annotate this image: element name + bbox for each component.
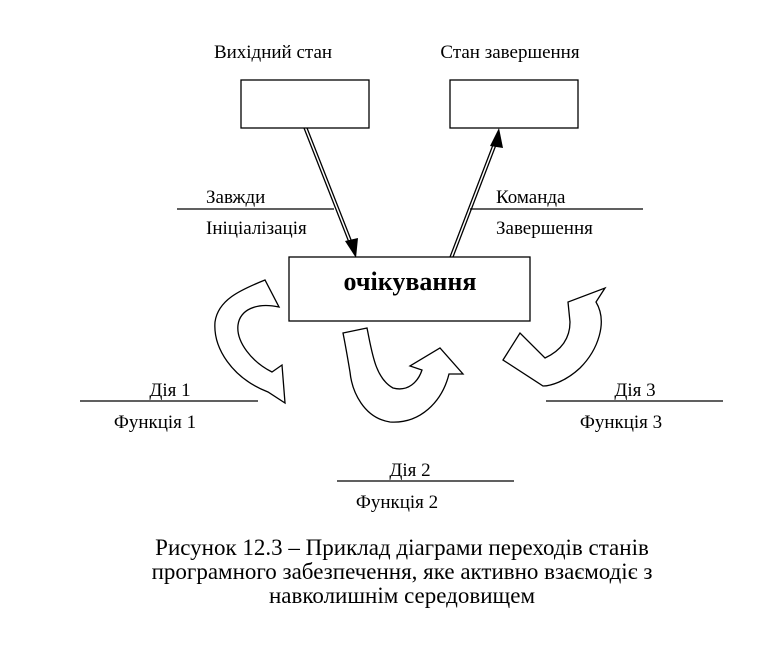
loop3-condition-label: Дія 3 [614, 380, 655, 401]
loop2-condition-label: Дія 2 [389, 460, 430, 481]
state-transition-diagram: Вихідний стан Стан завершення Завжди Іні… [80, 42, 723, 513]
initial-state-box [240, 79, 370, 129]
figure-caption: Рисунок 12.3 – Приклад діаграми переході… [62, 536, 742, 608]
exit-action-label: Завершення [496, 218, 593, 239]
caption-line-3: навколишнім середовищем [268, 583, 536, 608]
loop2-action-label: Функція 2 [356, 492, 438, 513]
waiting-state-box [288, 256, 531, 322]
loop3-action-label: Функція 3 [580, 412, 662, 433]
enter-arrowhead [345, 238, 358, 258]
caption-line-1: Рисунок 12.3 – Приклад діаграми переході… [155, 535, 649, 560]
enter-action-label: Ініціалізація [206, 218, 307, 239]
exit-condition-label: Команда [496, 187, 566, 208]
enter-transition-arrow [303, 127, 358, 258]
exit-arrowhead [490, 128, 503, 148]
loop1-action-label: Функція 1 [114, 412, 196, 433]
loop1-condition-label: Дія 1 [149, 380, 190, 401]
final-state-box [449, 79, 579, 129]
loop1-curved-arrow [214, 279, 286, 405]
exit-transition-arrow [449, 128, 503, 258]
final-state-label: Стан завершення [440, 42, 579, 63]
initial-state-label: Вихідний стан [214, 42, 332, 63]
loop2-u-arrow [342, 327, 465, 423]
waiting-state-label: очікування [344, 267, 477, 296]
enter-condition-label: Завжди [206, 187, 265, 208]
caption-line-2: програмного забезпечення, яке активно вз… [151, 559, 653, 584]
loop3-curved-arrow [502, 286, 607, 387]
